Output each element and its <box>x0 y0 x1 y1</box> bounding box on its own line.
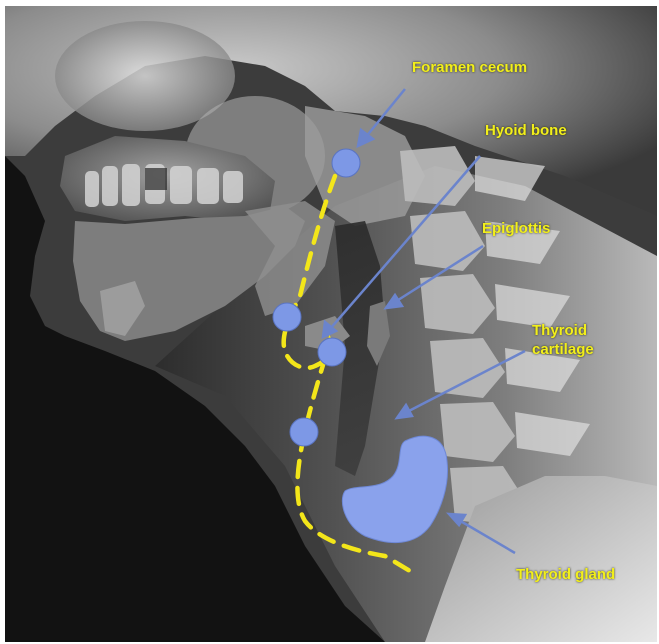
label-epiglottis: Epiglottis <box>482 219 550 238</box>
foramen-cecum-marker <box>332 149 360 177</box>
label-thyroid-gland: Thyroid gland <box>516 565 615 584</box>
hyoid-marker <box>318 338 346 366</box>
tongue-base-marker <box>273 303 301 331</box>
thyroid-cartilage-marker <box>290 418 318 446</box>
label-thyroid-cartilage: Thyroid cartilage <box>532 321 594 359</box>
label-foramen-cecum: Foramen cecum <box>412 58 527 77</box>
label-hyoid-bone: Hyoid bone <box>485 121 567 140</box>
